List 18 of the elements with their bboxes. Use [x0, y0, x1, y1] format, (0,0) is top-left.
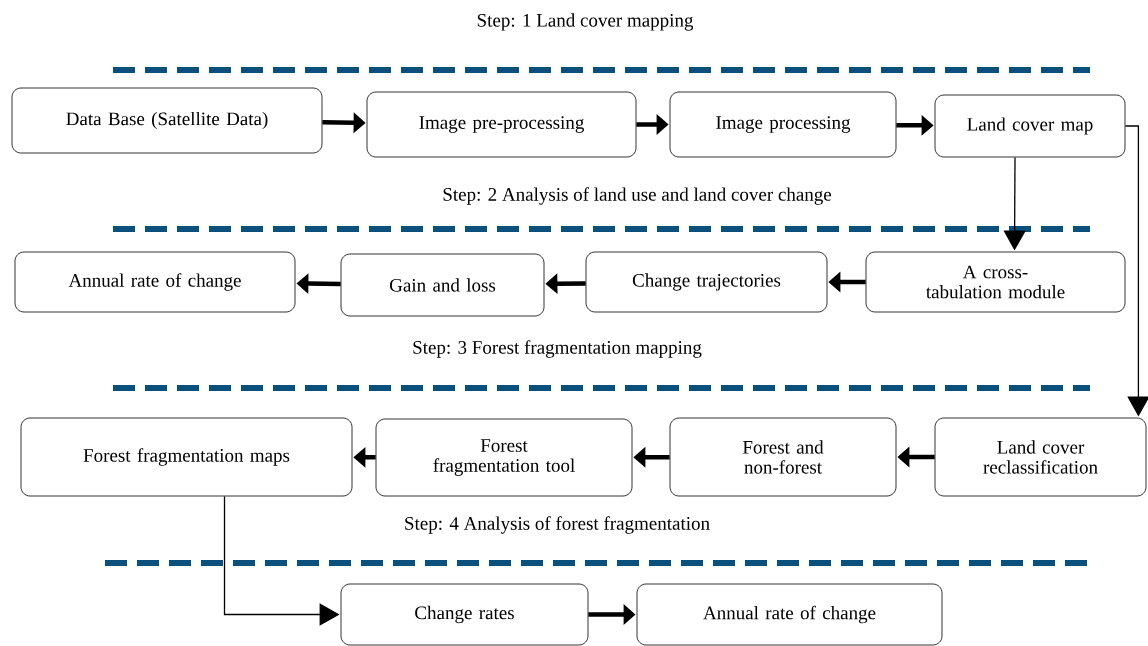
step-heading: Step: 1 Land cover mapping — [477, 13, 694, 31]
process-box: Gain and loss — [340, 253, 545, 317]
step-heading: Step: 3 Forest fragmentation mapping — [413, 340, 702, 358]
process-box: Change trajectories — [585, 251, 828, 313]
process-box: A cross-tabulation module — [865, 251, 1126, 313]
process-box: Forest fragmentation maps — [20, 417, 353, 497]
process-box: Image processing — [669, 91, 897, 158]
process-box: Annual rate of change — [636, 583, 943, 646]
process-box: Change rates — [340, 583, 589, 646]
process-box: Data Base (Satellite Data) — [11, 87, 323, 154]
process-box: Forest fragmentation tool — [375, 418, 633, 497]
step-heading: Step: 4 Analysis of forest fragmentation — [405, 516, 710, 534]
process-box: Image pre-processing — [366, 91, 637, 158]
process-box: Land cover map — [934, 94, 1126, 158]
process-box: Forest and non-forest — [669, 417, 897, 497]
process-box: Land cover reclassification — [934, 417, 1147, 497]
process-box: Annual rate of change — [14, 251, 296, 313]
step-heading: Step: 2 Analysis of land use and land cover change — [443, 187, 832, 205]
